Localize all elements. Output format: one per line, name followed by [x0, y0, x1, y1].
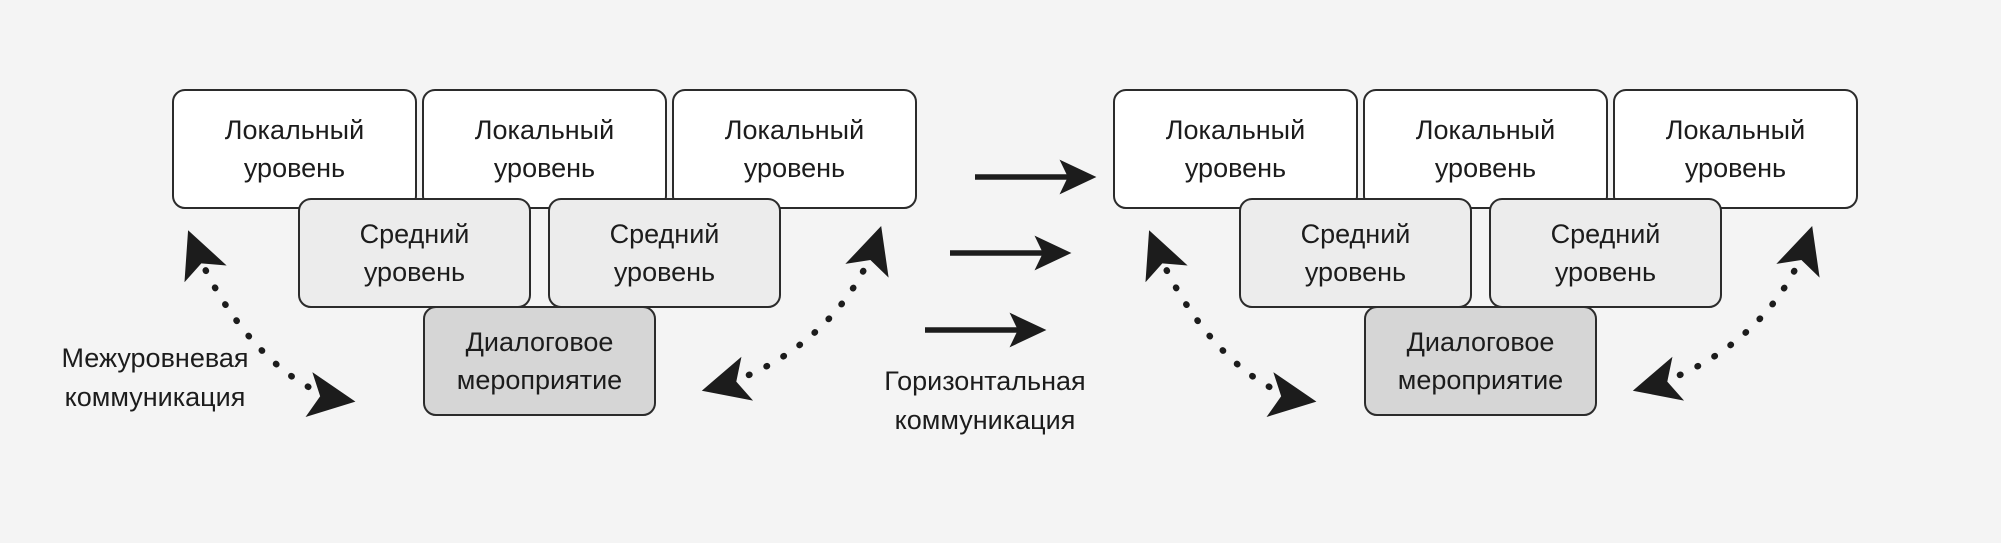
node-label-line1: Локальный	[224, 114, 365, 145]
node-local-level-r3[interactable]: Локальный уровень	[1613, 89, 1858, 209]
node-label-line1: Средний	[1300, 218, 1411, 249]
node-label-line1: Локальный	[1665, 114, 1806, 145]
node-label-line2: уровень	[1184, 153, 1287, 183]
node-label-line2: уровень	[363, 257, 466, 287]
caption-horizontal-communication: Горизонтальная коммуникация	[865, 362, 1105, 440]
node-local-level-l3[interactable]: Локальный уровень	[672, 89, 917, 209]
node-label-line2: уровень	[743, 153, 846, 183]
node-label-line1: Локальный	[1415, 114, 1556, 145]
caption-line2: коммуникация	[894, 405, 1076, 436]
dotted-arc-left-outer	[184, 230, 356, 417]
node-mid-level-l2[interactable]: Средний уровень	[548, 198, 781, 308]
node-label-line2: уровень	[1304, 257, 1407, 287]
node-label-line1: Средний	[609, 218, 720, 249]
node-mid-level-r2[interactable]: Средний уровень	[1489, 198, 1722, 308]
caption-cross-level-communication: Межуровневая коммуникация	[40, 339, 270, 417]
node-label-line2: мероприятие	[456, 365, 623, 395]
node-label-line2: уровень	[1434, 153, 1537, 183]
node-mid-level-r1[interactable]: Средний уровень	[1239, 198, 1472, 308]
node-label-line1: Локальный	[724, 114, 865, 145]
node-local-level-r2[interactable]: Локальный уровень	[1363, 89, 1608, 209]
node-label-line1: Средний	[1550, 218, 1661, 249]
node-label-line2: уровень	[1684, 153, 1787, 183]
node-label-line2: мероприятие	[1397, 365, 1564, 395]
horizontal-arrow-group	[925, 159, 1097, 348]
node-label-line2: уровень	[243, 153, 346, 183]
node-dialog-event-right[interactable]: Диалоговое мероприятие	[1364, 306, 1597, 416]
caption-line2: коммуникация	[64, 382, 246, 413]
node-local-level-l2[interactable]: Локальный уровень	[422, 89, 667, 209]
dotted-arc-right-outer	[1145, 230, 1317, 417]
caption-line1: Межуровневая	[61, 343, 249, 373]
node-mid-level-l1[interactable]: Средний уровень	[298, 198, 531, 308]
node-label-line1: Локальный	[474, 114, 615, 145]
node-label-line2: уровень	[613, 257, 716, 287]
node-label-line2: уровень	[493, 153, 596, 183]
node-local-level-l1[interactable]: Локальный уровень	[172, 89, 417, 209]
node-dialog-event-left[interactable]: Диалоговое мероприятие	[423, 306, 656, 416]
node-label-line1: Диалоговое	[1406, 326, 1555, 357]
caption-line1: Горизонтальная	[884, 366, 1086, 396]
node-local-level-r1[interactable]: Локальный уровень	[1113, 89, 1358, 209]
node-label-line2: уровень	[1554, 257, 1657, 287]
node-label-line1: Локальный	[1165, 114, 1306, 145]
node-label-line1: Средний	[359, 218, 470, 249]
node-label-line1: Диалоговое	[465, 326, 614, 357]
